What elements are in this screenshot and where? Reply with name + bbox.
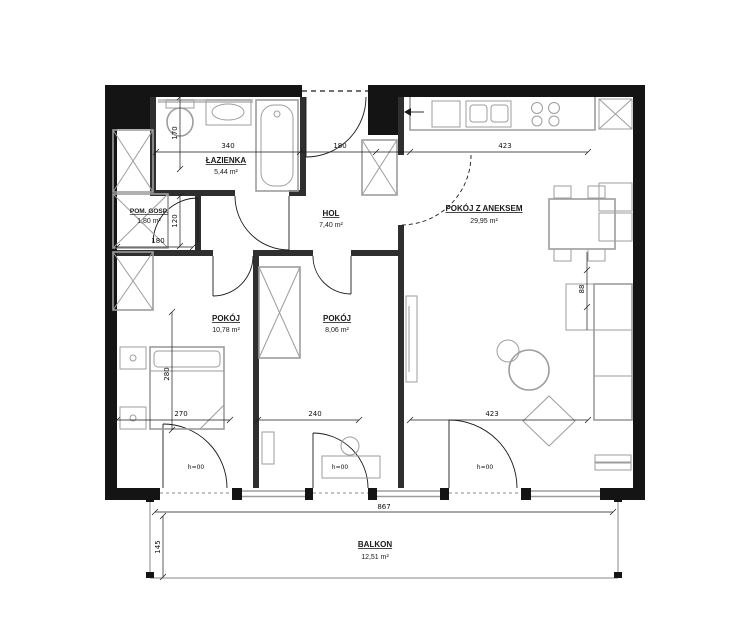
dim-left-top: 170 bbox=[171, 126, 179, 139]
nightstand-icon bbox=[119, 346, 147, 370]
dining-set-icon bbox=[548, 185, 616, 262]
lamp-icon bbox=[129, 354, 137, 362]
bathtub-icon bbox=[255, 99, 299, 192]
bedroom-furniture bbox=[119, 346, 225, 430]
corner-shaft bbox=[105, 85, 152, 129]
dim-kitchen-wall: 423 bbox=[498, 142, 511, 150]
small-room-furniture bbox=[261, 431, 381, 479]
exterior-walls bbox=[105, 85, 645, 500]
room-area-bedroom: 10,78 m² bbox=[212, 327, 240, 334]
desk-icon bbox=[321, 455, 381, 479]
sofa-icon bbox=[565, 283, 633, 421]
washbasin-icon bbox=[205, 99, 252, 126]
doors bbox=[152, 96, 521, 494]
bedroom-door bbox=[212, 255, 254, 297]
lamp-icon bbox=[129, 414, 137, 422]
room-label-balcony: BALKON bbox=[358, 540, 392, 549]
wardrobe-icon bbox=[112, 129, 154, 193]
coffee-table-icon bbox=[508, 349, 550, 391]
sill-label: h=00 bbox=[332, 464, 349, 471]
utility-door bbox=[152, 197, 199, 244]
dim-bedroom-height: 280 bbox=[163, 367, 171, 380]
radiator-icon bbox=[594, 462, 632, 471]
balcony bbox=[146, 497, 622, 579]
bathroom-fixtures bbox=[158, 99, 299, 192]
room-label-bedroom: POKÓJ bbox=[212, 314, 240, 323]
hall-living-opening-swing bbox=[400, 154, 472, 226]
radiator-icon bbox=[594, 454, 632, 463]
room-area-balcony: 12,51 m² bbox=[361, 554, 389, 561]
dresser-icon bbox=[261, 431, 275, 465]
sink-icon bbox=[465, 100, 512, 128]
cabinet-icon bbox=[598, 212, 633, 242]
installation-shaft bbox=[368, 85, 398, 135]
room-area-utility: 1,80 m² bbox=[137, 218, 161, 225]
sill-label: h=00 bbox=[477, 464, 494, 471]
room-label-small-room: POKÓJ bbox=[323, 314, 351, 323]
kitchen-counter bbox=[409, 97, 596, 131]
room-label-bathroom: ŁAZIENKA bbox=[206, 156, 247, 165]
balcony-door-living bbox=[448, 419, 518, 489]
bed-icon bbox=[149, 346, 225, 430]
hall-closet-icon bbox=[361, 139, 398, 196]
chair-icon bbox=[340, 436, 360, 456]
wardrobe-icon bbox=[258, 266, 301, 359]
dimension-lines: 340 180 423 170 120 180 280 270 240 423 bbox=[113, 93, 617, 581]
room-label-living: POKÓJ Z ANEKSEM bbox=[445, 204, 522, 213]
windows bbox=[242, 490, 600, 498]
dim-pom-gosp-height: 120 bbox=[171, 214, 179, 227]
dim-pom-gosp-width: 180 bbox=[151, 237, 164, 245]
dim-balcony-depth: 145 bbox=[154, 540, 162, 553]
wardrobe-icon bbox=[112, 251, 154, 311]
balcony-door-small-room bbox=[312, 432, 369, 489]
room-label-utility: POM. GOSP. bbox=[130, 208, 168, 215]
side-table-icon bbox=[496, 339, 520, 363]
dim-entry-width: 180 bbox=[333, 142, 346, 150]
dim-balcony-width: 867 bbox=[377, 503, 390, 511]
room-area-living: 29,95 m² bbox=[470, 218, 498, 225]
rug-icon bbox=[522, 395, 576, 447]
room-label-hall: HOL bbox=[323, 209, 340, 218]
nightstand-icon bbox=[119, 406, 147, 430]
balcony-door-bedroom bbox=[162, 423, 228, 489]
cabinet-icon bbox=[598, 182, 633, 212]
wardrobes bbox=[112, 129, 398, 359]
room-area-bathroom: 5,44 m² bbox=[214, 169, 238, 176]
sill-label: h=00 bbox=[188, 464, 205, 471]
dim-bedroom-width: 270 bbox=[174, 410, 187, 418]
living-room-furniture bbox=[405, 182, 633, 471]
dim-small-room-width: 240 bbox=[308, 410, 321, 418]
entrance-arrow-icon bbox=[404, 108, 424, 116]
room-area-hall: 7,40 m² bbox=[319, 222, 343, 229]
kitchen-fixtures bbox=[404, 97, 633, 131]
room-labels: ŁAZIENKA 5,44 m² POM. GOSP. 1,80 m² HOL … bbox=[130, 156, 523, 561]
entrance-door bbox=[305, 96, 367, 158]
small-room-door bbox=[312, 255, 352, 295]
dim-bathroom-width: 340 bbox=[221, 142, 234, 150]
room-area-small-room: 8,06 m² bbox=[325, 327, 349, 334]
bathroom-door bbox=[234, 195, 290, 251]
dim-living-width: 423 bbox=[485, 410, 498, 418]
fridge-icon bbox=[598, 98, 633, 130]
dishwasher-icon bbox=[431, 100, 461, 128]
dim-living-right: 88 bbox=[578, 285, 586, 294]
stove-icon bbox=[531, 102, 560, 127]
wardrobe-icon bbox=[112, 193, 169, 249]
tv-cabinet-icon bbox=[405, 295, 418, 383]
